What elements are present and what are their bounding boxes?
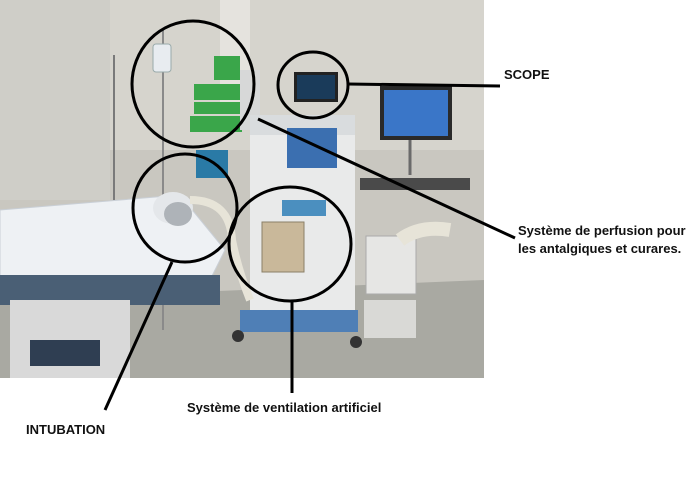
scope-label: SCOPE — [504, 67, 550, 82]
ventilation-circle — [227, 185, 353, 303]
annotations — [103, 19, 516, 411]
intubation-leader — [103, 261, 174, 411]
scope-leader — [347, 82, 501, 88]
perfusion-label: Système de perfusion pour les antalgique… — [518, 223, 686, 256]
intubation-label: INTUBATION — [26, 422, 106, 437]
perfusion-leader — [257, 117, 516, 240]
intubation-circle — [131, 152, 239, 264]
ventilation-label: Système de ventilation artificiel — [187, 400, 382, 415]
perfusion-circle — [130, 19, 256, 149]
